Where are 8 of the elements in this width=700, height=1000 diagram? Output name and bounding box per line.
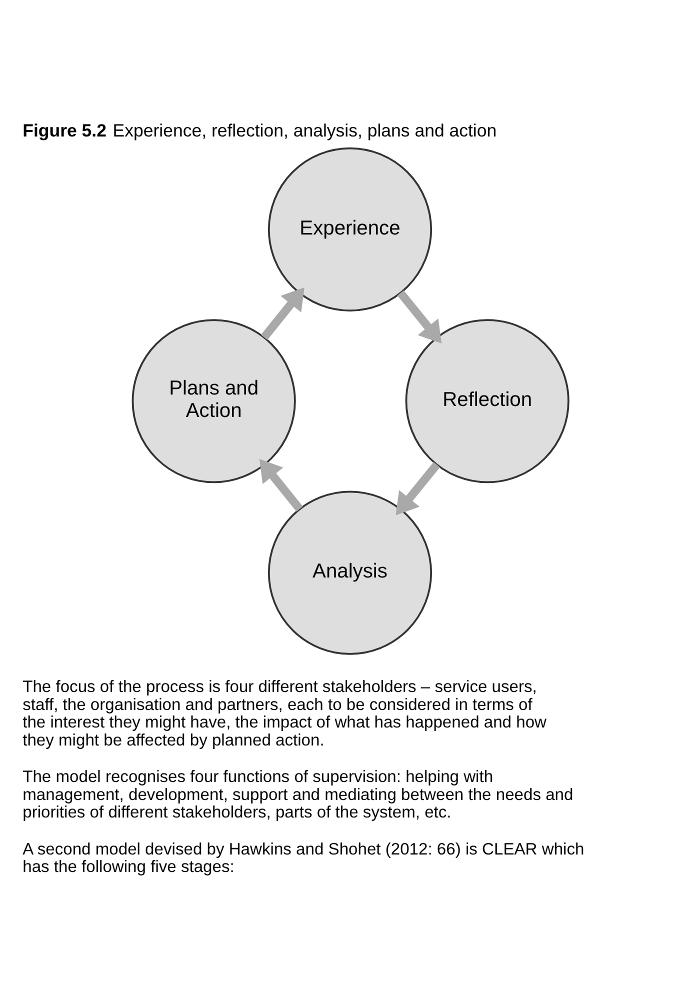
- diagram-title: Figure 5.2 Experience, reflection, analysis, plans and action: [22, 120, 497, 140]
- label: The focus of the process is four different stakeholders – service users, staff, the organisation and partners, each to be considered in terms of the interest they might have, the impact of what has happened and how they might be affected by planned action.: [22, 677, 547, 750]
- arrow: [260, 287, 304, 340]
- arrow: [397, 290, 442, 344]
- arrow: [259, 459, 303, 512]
- label: The model recognises four functions of supervision: helping with management, development, support and mediating between the needs and priorities of different stakeholders, parts of the system, etc.: [22, 767, 574, 822]
- arrow: [396, 462, 440, 516]
- label: A second model devised by Hawkins and Shohet (2012: 66) is CLEAR which has the following five stages:: [22, 839, 584, 876]
